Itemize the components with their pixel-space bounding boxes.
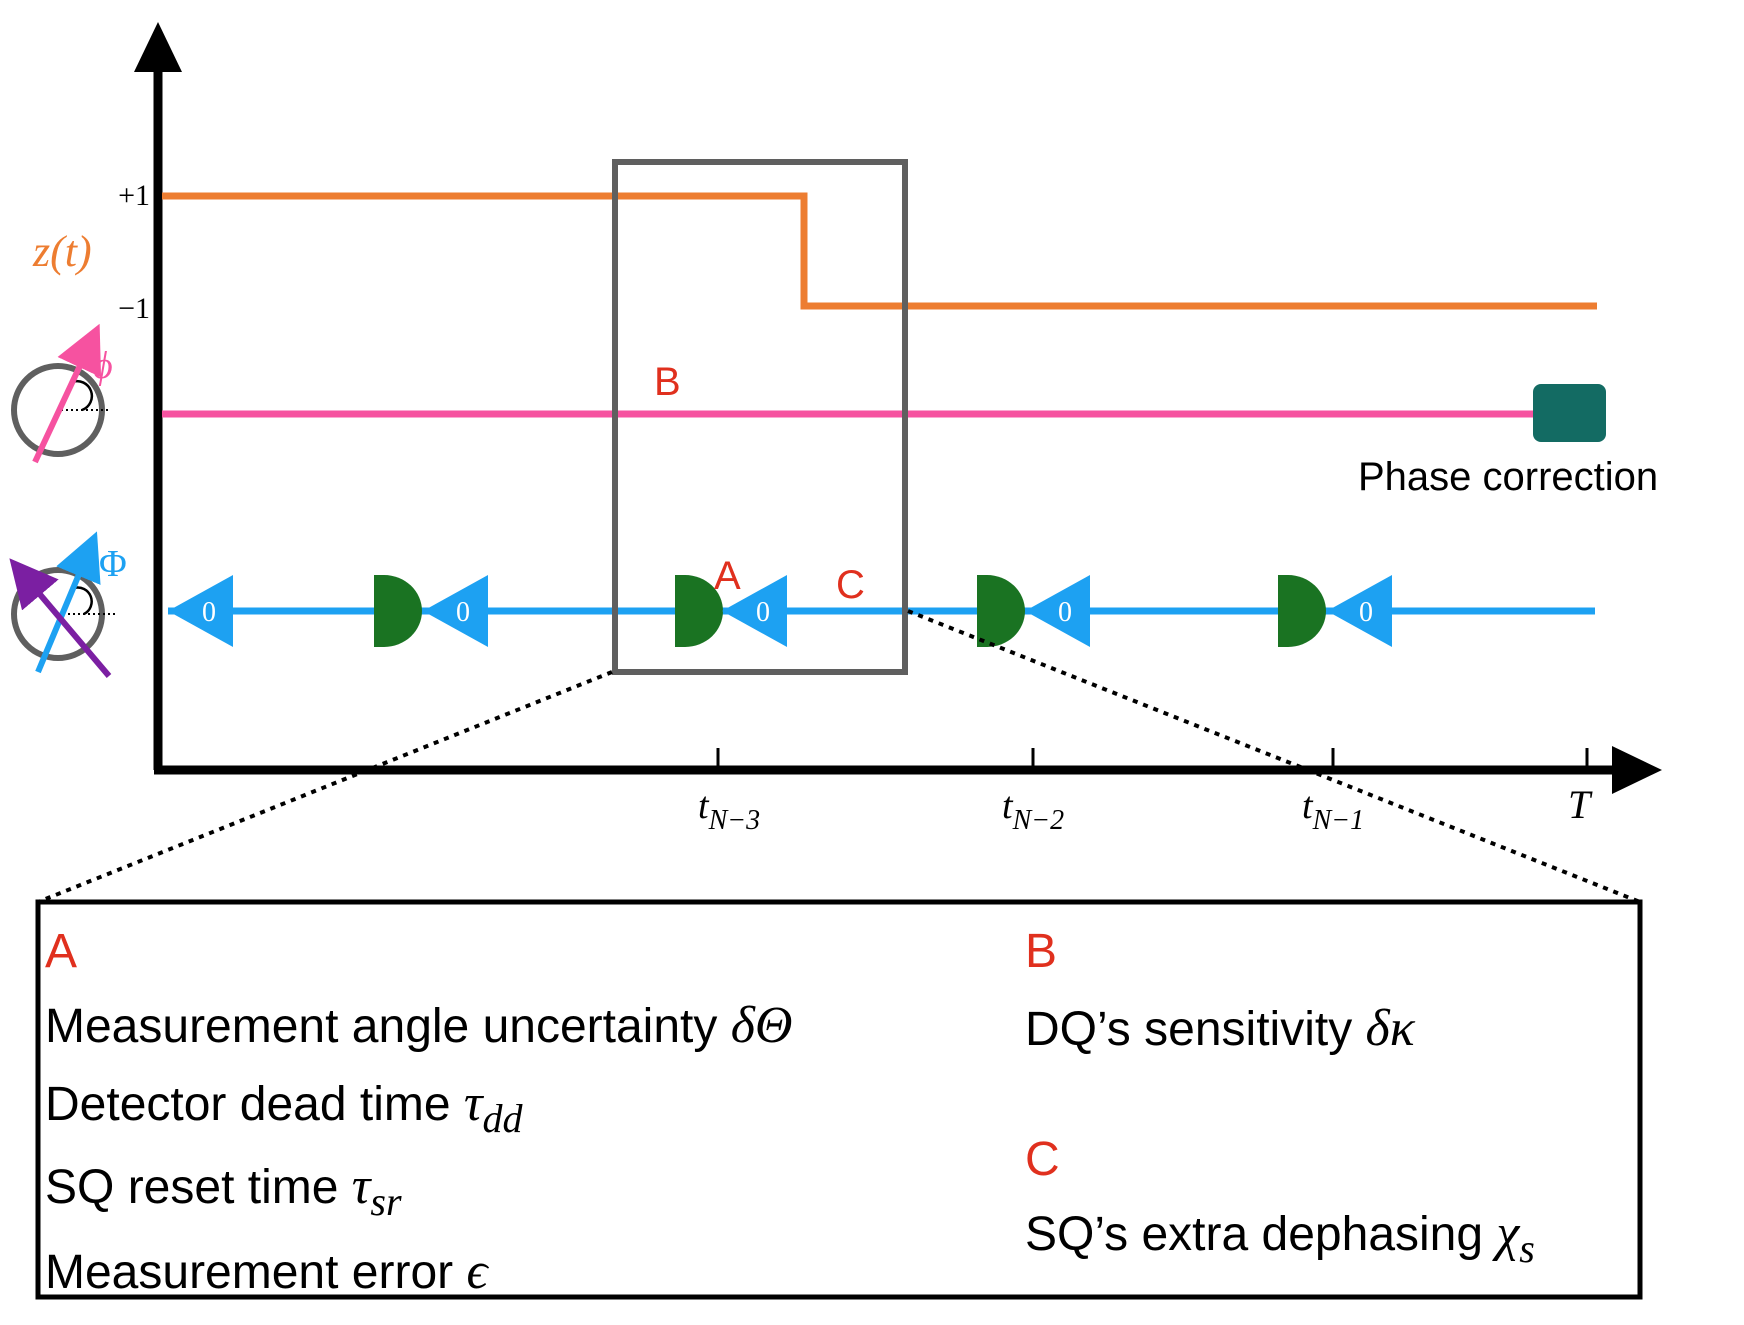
reset-pulse: 0 <box>1025 575 1090 647</box>
svg-text:0: 0 <box>456 597 470 628</box>
svg-text:0: 0 <box>1359 597 1373 628</box>
legend-C-item: SQ’s extra dephasing χs <box>1025 1205 1535 1271</box>
x-tick-label-tn3: tN−3 <box>698 785 760 836</box>
phase-correction-label: Phase correction <box>1358 455 1658 499</box>
marker-B: B <box>654 360 681 404</box>
sq-qubit-icon: Φ <box>9 531 127 678</box>
tick-minus-one: −1 <box>118 292 150 325</box>
phi-symbol: ϕ <box>93 345 113 387</box>
svg-text:0: 0 <box>202 597 216 628</box>
marker-C: C <box>836 563 865 607</box>
legend-A-item: Measurement angle uncertainty δΘ <box>45 997 792 1054</box>
detector-shape <box>1278 575 1326 647</box>
reset-pulse: 0 <box>722 575 787 647</box>
zoom-guide-left <box>37 670 613 904</box>
legend-A-item: SQ reset time τsr <box>45 1158 402 1224</box>
legend-B-heading: B <box>1025 925 1057 978</box>
legend-A-heading: A <box>45 925 77 978</box>
legend-B-item: DQ’s sensitivity δκ <box>1025 1000 1416 1057</box>
zoom-frame <box>612 159 908 675</box>
x-axis-arrowhead <box>1612 746 1662 794</box>
Phi-symbol: Φ <box>99 543 127 585</box>
marker-A: A <box>714 554 741 598</box>
zoom-guide-right <box>907 609 1641 904</box>
x-tick-label-tn1: tN−1 <box>1302 785 1364 836</box>
tick-plus-one: +1 <box>118 179 150 212</box>
phase-correction-box <box>1533 384 1606 442</box>
detector-shape <box>977 575 1025 647</box>
svg-text:0: 0 <box>1058 597 1072 628</box>
legend-box <box>35 899 1643 1300</box>
legend-A-item: Detector dead time τdd <box>45 1075 524 1141</box>
y-axis-arrowhead <box>134 22 182 72</box>
z-trajectory-line <box>162 192 1597 310</box>
legend-C-heading: C <box>1025 1133 1060 1186</box>
reset-pulse: 0 <box>423 575 488 647</box>
svg-text:0: 0 <box>756 597 770 628</box>
legend-A-item: Measurement error ϵ <box>45 1243 489 1300</box>
reset-pulse: 0 <box>1327 575 1392 647</box>
detector-shape <box>675 575 723 647</box>
x-tick-label-T: T <box>1568 782 1593 827</box>
detector-shape <box>374 575 422 647</box>
z-of-t-label: z(t) <box>32 227 92 276</box>
x-tick-label-tn2: tN−2 <box>1002 785 1064 836</box>
reset-pulse: 0 <box>168 575 233 647</box>
dq-qubit-icon: ϕ <box>11 323 113 464</box>
